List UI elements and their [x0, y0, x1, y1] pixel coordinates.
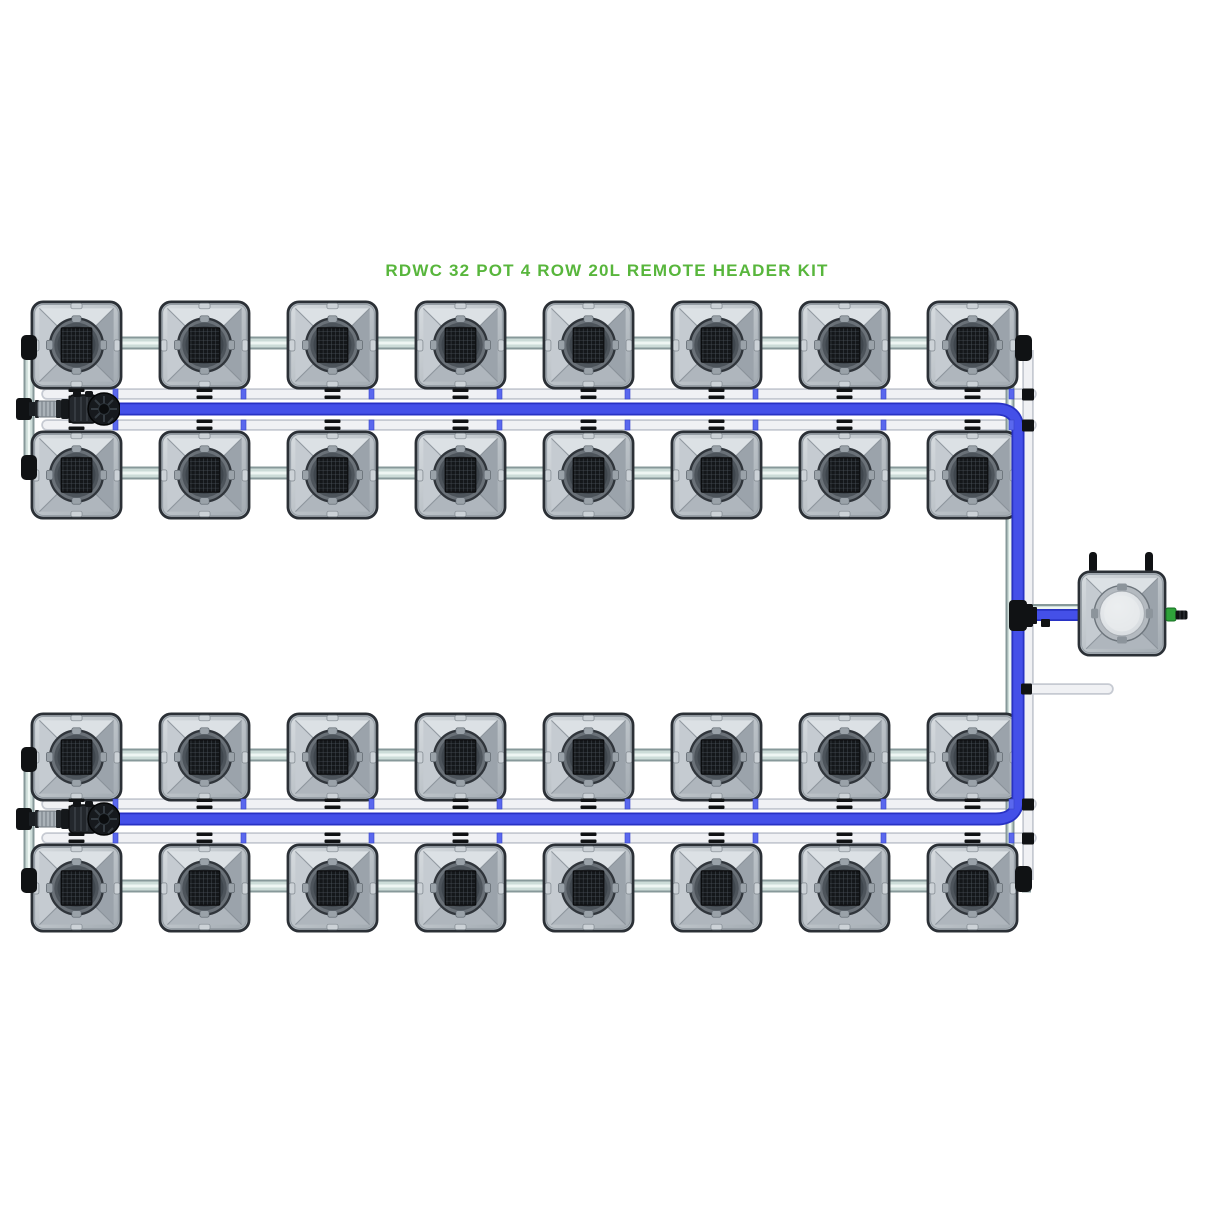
pot-site-30 [670, 843, 763, 933]
pot-site-11 [286, 430, 379, 520]
pot-site-2 [158, 300, 251, 390]
pot-site-10 [158, 430, 251, 520]
pot-site-3 [286, 300, 379, 390]
pot-site-29 [542, 843, 635, 933]
kit-title: RDWC 32 POT 4 ROW 20L REMOTE HEADER KIT [385, 261, 829, 280]
pot-site-19 [286, 712, 379, 802]
pot-site-27 [286, 843, 379, 933]
pot-site-15 [798, 430, 891, 520]
pot-site-18 [158, 712, 251, 802]
green-outlet-valve [1165, 607, 1177, 622]
pot-site-25 [30, 843, 123, 933]
pot-site-14 [670, 430, 763, 520]
remote-header-assembly [1077, 552, 1188, 657]
pot-site-20 [414, 712, 507, 802]
pot-site-23 [798, 712, 891, 802]
pot-site-28 [414, 843, 507, 933]
pot-site-21 [542, 712, 635, 802]
remote-header-tank [1077, 570, 1167, 657]
pot-site-6 [670, 300, 763, 390]
pot-site-26 [158, 843, 251, 933]
pot-site-1 [30, 300, 123, 390]
pot-site-13 [542, 430, 635, 520]
pot-site-22 [670, 712, 763, 802]
pot-site-17 [30, 712, 123, 802]
pot-site-5 [542, 300, 635, 390]
pot-site-32 [926, 843, 1019, 933]
pot-site-8 [926, 300, 1019, 390]
pot-site-4 [414, 300, 507, 390]
pot-site-7 [798, 300, 891, 390]
pipe-fittings [21, 335, 1050, 893]
pot-site-12 [414, 430, 507, 520]
pot-site-9 [30, 430, 123, 520]
pot-site-16 [926, 430, 1019, 520]
pipe-network [23, 336, 1114, 893]
pot-site-31 [798, 843, 891, 933]
pot-site-24 [926, 712, 1019, 802]
